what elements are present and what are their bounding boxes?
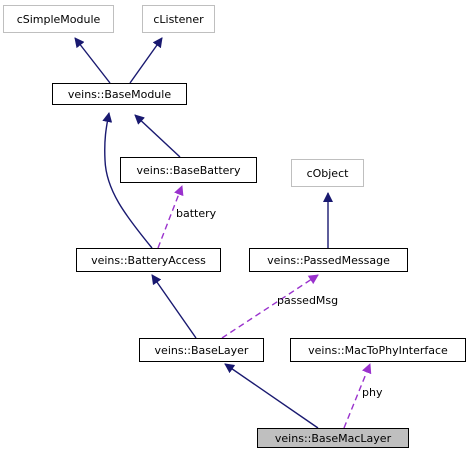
- node-mactophyinterface[interactable]: veins::MacToPhyInterface: [290, 338, 466, 362]
- edge-batteryaccess-basemodule: [102, 112, 153, 249]
- edge-basemodule-csimplemodule: [74, 37, 111, 84]
- edge-basemaclayer-baselayer: [224, 363, 319, 429]
- node-clistener[interactable]: cListener: [142, 5, 215, 33]
- node-label: cObject: [306, 166, 349, 180]
- node-label: cListener: [153, 12, 204, 26]
- node-label: veins::BatteryAccess: [91, 253, 206, 267]
- edge-label-battery: battery: [176, 207, 217, 220]
- node-label: cSimpleModule: [16, 12, 101, 26]
- node-batteryaccess[interactable]: veins::BatteryAccess: [76, 248, 221, 272]
- node-label: veins::BaseLayer: [154, 343, 249, 357]
- edge-passedmsg-usage: [221, 274, 319, 339]
- edge-battery-usage: [157, 185, 184, 249]
- edge-baselayer-batteryaccess: [151, 274, 197, 339]
- node-label: veins::BaseBattery: [136, 163, 241, 177]
- node-label: veins::BaseModule: [67, 87, 172, 101]
- node-basebattery[interactable]: veins::BaseBattery: [120, 157, 257, 183]
- node-basemodule[interactable]: veins::BaseModule: [52, 83, 187, 105]
- node-label: veins::BaseMacLayer: [274, 431, 392, 445]
- edge-basemodule-clistener: [129, 37, 163, 84]
- node-cobject[interactable]: cObject: [291, 159, 364, 187]
- edge-label-phy: phy: [362, 386, 383, 399]
- node-basemaclayer[interactable]: veins::BaseMacLayer: [257, 428, 409, 448]
- edge-phy-usage: [343, 363, 372, 429]
- node-csimplemodule[interactable]: cSimpleModule: [3, 5, 114, 33]
- edge-label-passedmsg: passedMsg: [277, 294, 339, 307]
- node-label: veins::PassedMessage: [267, 253, 390, 267]
- node-label: veins::MacToPhyInterface: [308, 343, 448, 357]
- node-passedmessage[interactable]: veins::PassedMessage: [249, 248, 408, 272]
- edge-basebattery-basemodule: [134, 114, 181, 158]
- node-baselayer[interactable]: veins::BaseLayer: [139, 338, 264, 362]
